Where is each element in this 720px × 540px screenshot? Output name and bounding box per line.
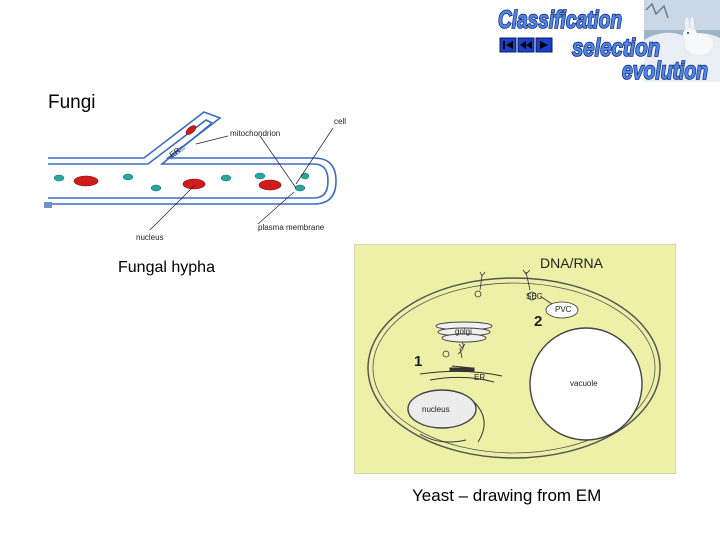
hypha-cell-wall-label: cell wa <box>334 117 346 126</box>
play-forward-icon <box>540 41 548 49</box>
vacuole-shape <box>529 327 643 441</box>
nucleus-shape <box>407 389 477 429</box>
slide-title: Fungi <box>48 92 96 113</box>
hypha-nucleus-label: nucleus <box>136 233 164 242</box>
banner-word-selection: selection <box>572 34 660 62</box>
yeast-sec-label: SEC <box>526 292 543 301</box>
hypha-plasma-membrane-label: plasma membrane <box>258 223 325 232</box>
rewind-icon <box>520 41 532 49</box>
skip-back-icon <box>503 41 513 49</box>
er-membranes <box>419 365 503 443</box>
golgi-stack <box>435 321 493 343</box>
yeast-cell-diagram: DNA/RNA SEC PVC 2 golgi 1 ER vacuole nuc… <box>353 243 677 479</box>
nav-play-forward-button[interactable] <box>535 37 553 53</box>
yeast-dna-rna-label: DNA/RNA <box>540 255 604 271</box>
yeast-pvc-label: PVC <box>555 305 572 314</box>
mitochondria-group <box>73 125 282 191</box>
banner-word-evolution: evolution <box>622 57 708 82</box>
er-branch <box>171 145 186 157</box>
nav-rewind-button[interactable] <box>517 37 535 53</box>
yeast-er-label: ER <box>474 373 485 382</box>
yeast-step-2-label: 2 <box>534 313 542 330</box>
yeast-vacuole-label: vacuole <box>570 379 598 388</box>
yeast-golgi-label: golgi <box>455 327 472 336</box>
title-banner: Classification selection evolution <box>494 0 720 87</box>
hypha-mitochondrion-label: mitochondrion <box>230 129 280 138</box>
yeast-nucleus-label: nucleus <box>422 405 450 414</box>
nav-skip-back-button[interactable] <box>499 37 517 53</box>
banner-word-classification: Classification <box>498 6 622 34</box>
fungal-hypha-diagram: ER cell wa mitochondrion nucleus plasma … <box>44 108 359 249</box>
yeast-step-1-label: 1 <box>414 353 422 370</box>
hypha-caption: Fungal hypha <box>118 259 215 276</box>
vesicles-group <box>53 172 310 192</box>
snow-photo <box>644 0 720 82</box>
yeast-caption: Yeast – drawing from EM <box>412 486 602 505</box>
